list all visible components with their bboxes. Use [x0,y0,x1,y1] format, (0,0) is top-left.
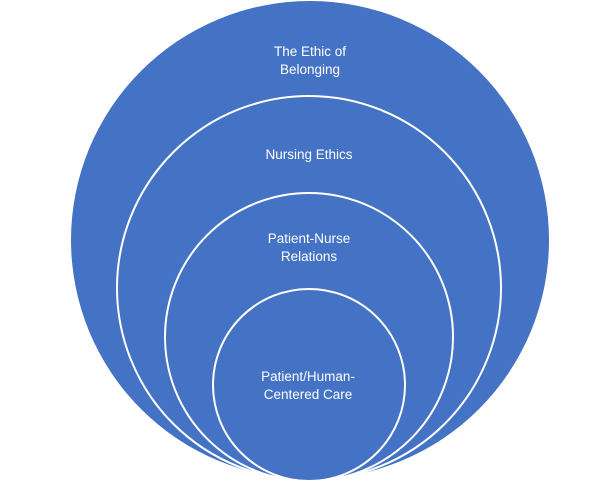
label-patient-nurse-line2: Relations [281,249,338,264]
label-nursing-ethics: Nursing Ethics [265,147,352,162]
label-ethic-of-belonging-line2: Belonging [280,62,340,77]
label-patient-centered-line2: Centered Care [264,387,353,402]
circle-patient-centered-care [212,288,406,481]
label-patient-centered-line1: Patient/Human- [261,369,355,384]
label-patient-nurse-line1: Patient-Nurse [268,231,351,246]
label-ethic-of-belonging-line1: The Ethic of [274,44,346,59]
